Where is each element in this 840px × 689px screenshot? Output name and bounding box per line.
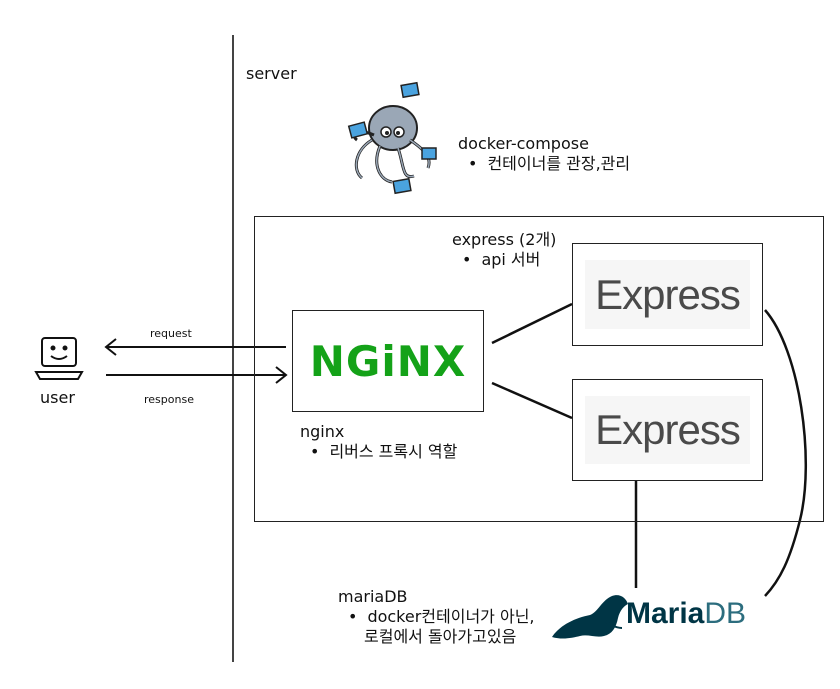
response-arrow bbox=[106, 366, 288, 384]
mariadb-logo-maria: Maria bbox=[626, 597, 705, 630]
express-logo-1: Express bbox=[585, 260, 750, 329]
express-logo-2: Express bbox=[585, 396, 750, 464]
nginx-express2-link bbox=[491, 381, 573, 420]
mariadb-seal-icon bbox=[552, 595, 628, 639]
docker-compose-octopus-icon bbox=[347, 81, 437, 195]
nginx-box: NGiNX bbox=[292, 310, 484, 412]
nginx-bullet: 리버스 프록시 역할 bbox=[310, 442, 457, 462]
response-label: response bbox=[144, 393, 194, 406]
express-box-2: Express bbox=[572, 379, 763, 481]
compose-title: docker-compose bbox=[458, 134, 589, 153]
express-bullet: api 서버 bbox=[462, 250, 540, 270]
mariadb-title: mariaDB bbox=[338, 587, 408, 606]
compose-bullet: 컨테이너를 관장,관리 bbox=[468, 154, 630, 174]
request-label: request bbox=[150, 327, 192, 340]
nginx-express1-link bbox=[491, 302, 573, 345]
mariadb-bullet: docker컨테이너가 아닌, bbox=[348, 607, 535, 627]
request-arrow bbox=[104, 338, 286, 356]
mariadb-logo-text: MariaDB bbox=[626, 597, 746, 631]
express-bullet-text: api 서버 bbox=[481, 250, 541, 269]
server-label: server bbox=[246, 64, 297, 83]
mariadb-bullet-line1: docker컨테이너가 아닌, bbox=[367, 607, 535, 626]
express1-mariadb-link bbox=[764, 309, 808, 597]
user-label: user bbox=[40, 388, 75, 407]
nginx-logo: NGiNX bbox=[309, 336, 467, 386]
server-divider bbox=[232, 35, 234, 662]
mariadb-logo-db: DB bbox=[704, 597, 747, 630]
express-box-1: Express bbox=[572, 243, 763, 346]
express-title: express (2개) bbox=[452, 230, 557, 249]
nginx-title: nginx bbox=[300, 422, 345, 441]
mariadb-bullet-line2: 로컬에서 돌아가고있음 bbox=[364, 627, 517, 646]
compose-bullet-text: 컨테이너를 관장,관리 bbox=[487, 154, 631, 173]
container-box bbox=[254, 216, 824, 522]
nginx-bullet-text: 리버스 프록시 역할 bbox=[329, 442, 458, 461]
laptop-face-icon bbox=[34, 337, 84, 380]
